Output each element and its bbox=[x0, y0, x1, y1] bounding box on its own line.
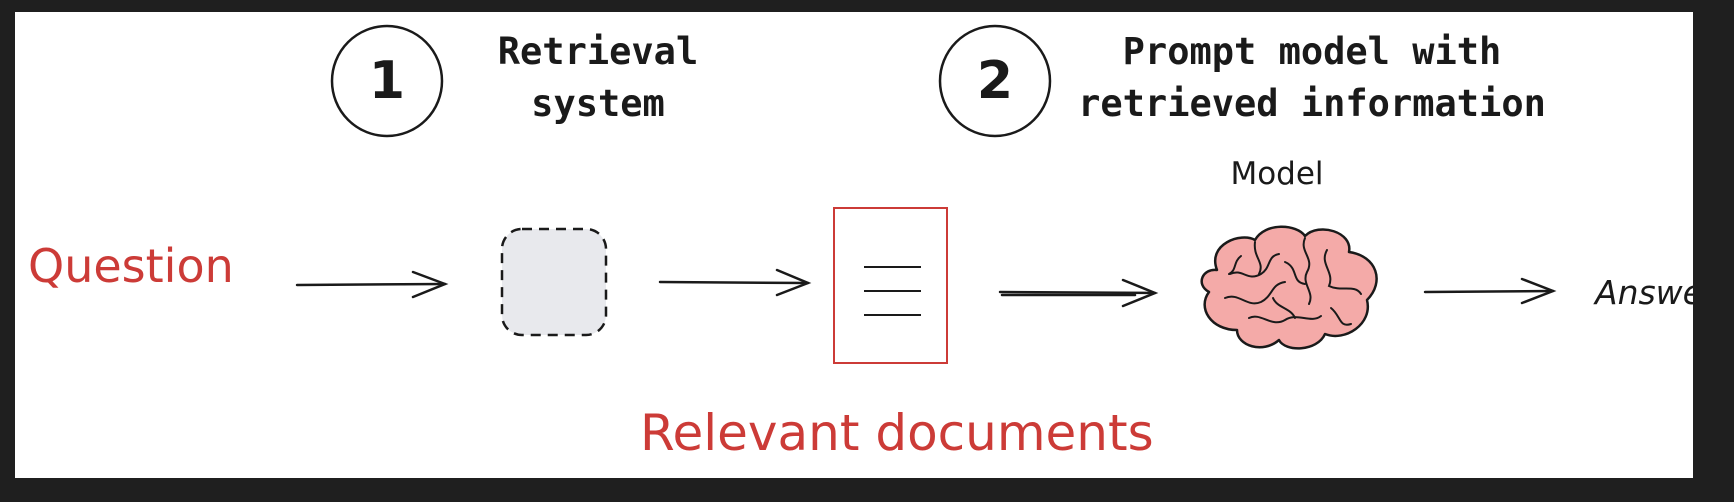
question-label: Question bbox=[28, 239, 234, 293]
arrow-retrieval-to-documents bbox=[658, 268, 812, 297]
step-1-title-line2: system bbox=[531, 82, 665, 125]
step-2-title-line2: retrieved information bbox=[1078, 82, 1546, 125]
arrow-question-to-retrieval bbox=[295, 270, 449, 299]
arrow-model-to-answer bbox=[1423, 277, 1557, 305]
step-2-title-line1: Prompt model with bbox=[1123, 30, 1502, 73]
step-1-badge: 1 bbox=[330, 24, 444, 138]
relevant-documents-label: Relevant documents bbox=[640, 404, 1154, 462]
step-1-number: 1 bbox=[369, 51, 405, 111]
document-icon bbox=[833, 207, 948, 364]
answer-label: Answer bbox=[1593, 273, 1693, 312]
step-2-number: 2 bbox=[977, 51, 1013, 111]
retrieval-system-box bbox=[500, 227, 608, 337]
rag-flow-diagram: 1 Retrieval system 2 Prompt model with r… bbox=[28, 24, 1693, 462]
arrow-documents-to-model bbox=[998, 278, 1159, 308]
brain-icon bbox=[1200, 225, 1378, 350]
step-2-badge: 2 bbox=[938, 24, 1052, 138]
diagram-canvas: 1 Retrieval system 2 Prompt model with r… bbox=[15, 12, 1693, 478]
model-label: Model bbox=[1230, 156, 1323, 192]
step-1-title-line1: Retrieval bbox=[498, 30, 698, 73]
